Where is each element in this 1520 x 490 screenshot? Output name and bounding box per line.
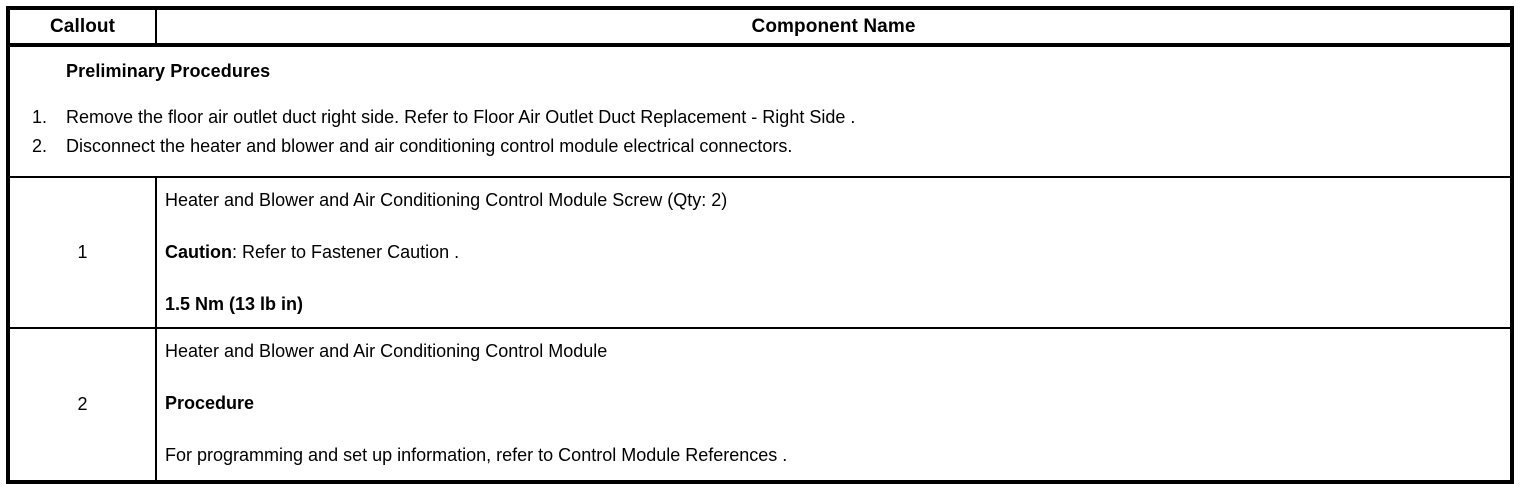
procedure-text: For programming and set up information, … <box>165 445 788 465</box>
callout-number: 1 <box>10 178 157 327</box>
table-row: 2 Heater and Blower and Air Conditioning… <box>10 329 1510 480</box>
component-description: Heater and Blower and Air Conditioning C… <box>157 329 1510 480</box>
column-header-component-name: Component Name <box>751 15 916 37</box>
component-title: Heater and Blower and Air Conditioning C… <box>165 190 728 210</box>
list-item-text: Disconnect the heater and blower and air… <box>66 136 793 156</box>
column-header-callout: Callout <box>10 10 157 43</box>
component-description: Heater and Blower and Air Conditioning C… <box>157 178 1510 327</box>
component-title: Heater and Blower and Air Conditioning C… <box>165 341 608 361</box>
caution-note: Caution: Refer to Fastener Caution . <box>165 242 1510 263</box>
list-item-number: 1. <box>32 107 48 127</box>
callout-number: 2 <box>10 329 157 480</box>
preliminary-procedures-list: 1. Remove the floor air outlet duct righ… <box>10 107 1510 165</box>
list-item: 1. Remove the floor air outlet duct righ… <box>10 107 1510 136</box>
procedure-label: Procedure <box>165 393 255 413</box>
preliminary-procedures-row: Preliminary Procedures 1. Remove the flo… <box>10 47 1510 178</box>
caution-text: : Refer to Fastener Caution . <box>232 242 460 262</box>
list-item: 2. Disconnect the heater and blower and … <box>10 136 1510 165</box>
list-item-number: 2. <box>32 136 48 156</box>
preliminary-procedures-heading: Preliminary Procedures <box>66 61 271 81</box>
list-item-text: Remove the floor air outlet duct right s… <box>66 107 856 127</box>
service-procedure-table: Callout Component Name Preliminary Proce… <box>6 6 1514 484</box>
caution-label: Caution <box>165 242 232 262</box>
table-row: 1 Heater and Blower and Air Conditioning… <box>10 178 1510 329</box>
table-header-row: Callout Component Name <box>10 10 1510 47</box>
torque-spec: 1.5 Nm (13 lb in) <box>165 294 304 314</box>
